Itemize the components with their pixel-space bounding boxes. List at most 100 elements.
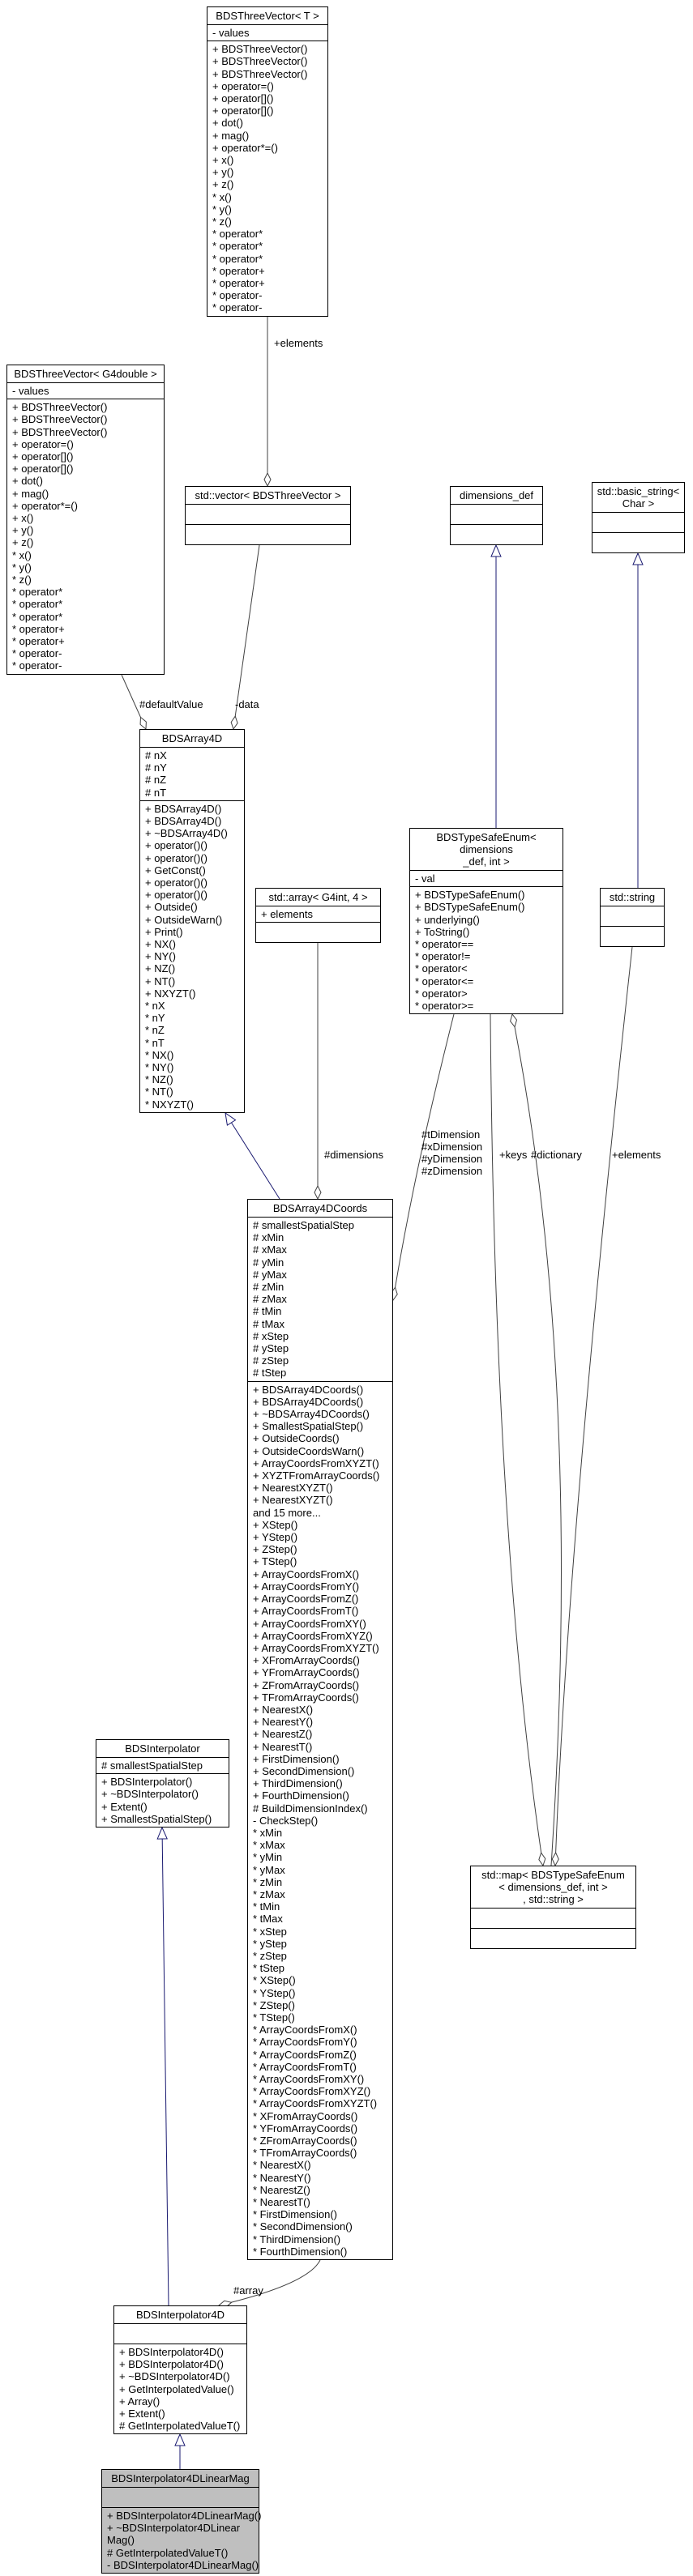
class-member: + Extent() (119, 2408, 165, 2420)
class-member: + FirstDimension() (253, 1752, 340, 1765)
class-member: * operator!= (415, 950, 471, 963)
edge-elements-string-line (554, 946, 633, 1866)
class-member: + ~BDSInterpolator4D() (119, 2370, 230, 2383)
class-title: BDSInterpolator (96, 1740, 229, 1758)
class-member: + BDSArray4DCoords() (253, 1383, 364, 1396)
class-member: # xStep (253, 1329, 289, 1342)
class-member: + BDSInterpolator4DLinearMag() (107, 2510, 262, 2522)
class-attributes: - values (7, 383, 164, 400)
class-box-bdsthreevector-g4double[interactable]: BDSThreeVector< G4double > - values + BDST… (6, 365, 165, 675)
class-box-dimensions-def[interactable]: dimensions_def (450, 486, 543, 545)
class-box-bdsthreevector-t[interactable]: BDSThreeVector< T >- values+ BDSThreeVec… (207, 6, 328, 317)
class-attributes: - values (207, 25, 327, 42)
edge-elements-top-diamond (263, 471, 272, 488)
class-title: BDSThreeVector< T > (207, 7, 327, 25)
class-member: # nZ (145, 774, 167, 787)
class-box-bdsarray4dcoords[interactable]: BDSArray4DCoords# smallestSpatialStep# x… (247, 1199, 393, 2261)
class-box-bdsinterpolator4dlinearmag[interactable]: BDSInterpolator4DLinearMag+ BDSInterpola… (101, 2469, 262, 2574)
class-member: * operator== (415, 938, 474, 951)
class-member: + ~BDSArray4DCoords() (253, 1408, 370, 1421)
edge-dictionary-diamond (510, 1013, 518, 1028)
class-member: + NT() (145, 975, 176, 987)
class-member: * NearestZ() (253, 2183, 310, 2196)
class-member: + OutsideCoords() (253, 1432, 340, 1445)
class-operations (186, 525, 350, 544)
class-member: * operator+ (212, 277, 265, 290)
class-member: + ArrayCoordsFromT() (253, 1605, 359, 1618)
class-member: + operator=() (212, 79, 274, 92)
class-operations: + BDSTypeSafeEnum()+ BDSTypeSafeEnum()+ … (410, 887, 563, 1013)
class-operations: + BDSThreeVector()+ BDSThreeVector()+ BD… (7, 399, 164, 673)
class-member: + BDSInterpolator4D() (119, 2358, 224, 2371)
class-member: * NearestT() (253, 2196, 310, 2209)
class-member: + ArrayCoordsFromZ() (253, 1593, 359, 1606)
class-member: + dot() (212, 117, 243, 130)
class-member: + operator[]() (212, 92, 274, 105)
edge-label-array: #array (233, 2284, 263, 2297)
edge-dimensions-diamond (314, 1184, 322, 1201)
class-member: + ArrayCoordsFromY() (253, 1580, 360, 1593)
class-box-std-basic-string[interactable]: std::basic_string< Char > (592, 482, 685, 553)
class-member: * ArrayCoordsFromX() (253, 2024, 357, 2036)
class-member: * operator- (12, 647, 62, 660)
class-member: * SecondDimension() (253, 2220, 353, 2233)
class-member: * ThirdDimension() (253, 2233, 341, 2245)
class-box-std-string[interactable]: std::string (600, 888, 665, 947)
class-member: # yStep (253, 1342, 289, 1355)
class-member: * operator<= (415, 975, 474, 987)
edge-label-data: -data (235, 698, 259, 710)
class-member: + TFromArrayCoords() (253, 1691, 359, 1704)
class-member: + underlying() (415, 913, 480, 926)
class-box-bdsinterpolator[interactable]: BDSInterpolator# smallestSpatialStep+ BD… (96, 1739, 229, 1828)
class-box-bdstypesafeenum[interactable]: BDSTypeSafeEnum< dimensions _def, int >-… (409, 828, 563, 1015)
class-member: # zMin (253, 1281, 284, 1294)
class-member: # zMax (253, 1293, 287, 1306)
class-member: + XYZTFromArrayCoords() (253, 1469, 380, 1482)
class-member: * operator* (12, 586, 63, 599)
class-title: BDSThreeVector< G4double > (7, 365, 164, 383)
edge-elements-string-diamond (551, 1851, 559, 1867)
class-member: # GetInterpolatedValueT() (119, 2420, 241, 2433)
class-member: + OutsideCoordsWarn() (253, 1444, 365, 1457)
class-member: + SecondDimension() (253, 1764, 355, 1777)
class-member: + NearestXYZT() (253, 1482, 333, 1495)
class-member: * tMin (253, 1900, 280, 1913)
class-member: # nT (145, 786, 167, 799)
class-member: + XStep() (253, 1518, 298, 1531)
class-box-bdsinterpolator4d[interactable]: BDSInterpolator4D+ BDSInterpolator4D()+ … (113, 2305, 247, 2435)
class-member: + elements (261, 908, 313, 920)
class-operations: + BDSInterpolator()+ ~BDSInterpolator()+… (96, 1774, 229, 1827)
class-attributes: # smallestSpatialStep# xMin# xMax# yMin#… (248, 1218, 392, 1382)
class-operations: + BDSInterpolator4DLinearMag()+ ~BDSInte… (102, 2508, 262, 2573)
edge-label-dictionary: #dictionary (531, 1149, 582, 1161)
class-member: + TStep() (253, 1555, 297, 1568)
class-title: std::basic_string< Char > (592, 483, 684, 513)
class-box-bdsarray4d[interactable]: BDSArray4D# nX# nY# nZ# nT+ BDSArray4D()… (139, 729, 245, 1113)
class-member: * tStep (253, 1962, 285, 1975)
class-member: + ArrayCoordsFromXYZT() (253, 1456, 379, 1469)
class-member: - values (12, 385, 49, 397)
edge-inherit-bdsarray4d-arrowhead (225, 1111, 237, 1126)
class-member: + z() (212, 178, 234, 191)
class-operations (471, 1929, 635, 1948)
class-attributes: + elements (256, 906, 380, 923)
class-member: * FourthDimension() (253, 2245, 348, 2258)
class-box-std-array[interactable]: std::array< G4int, 4 >+ elements (255, 888, 381, 944)
edge-label-elements-top: +elements (274, 337, 323, 349)
edge-dictionary-line (511, 1013, 562, 1866)
class-member: * YStep() (253, 1986, 296, 1999)
edge-dimension-members-line (392, 1013, 455, 1301)
class-member: + BDSThreeVector() (12, 425, 108, 438)
class-member: * operator* (12, 610, 63, 623)
class-member: * z() (212, 215, 232, 228)
class-member: * nT (145, 1036, 165, 1049)
class-member: * operator- (212, 301, 263, 314)
class-member: + NX() (145, 938, 176, 951)
class-box-std-vector[interactable]: std::vector< BDSThreeVector > (185, 486, 351, 545)
class-member: * NT() (145, 1085, 173, 1098)
class-member: * NXYZT() (145, 1098, 194, 1111)
class-member: * zMin (253, 1875, 283, 1888)
class-member: + ZFromArrayCoords() (253, 1678, 360, 1691)
class-box-std-map[interactable]: std::map< BDSTypeSafeEnum < dimensions_d… (470, 1866, 636, 1949)
class-member: + ArrayCoordsFromX() (253, 1567, 360, 1580)
